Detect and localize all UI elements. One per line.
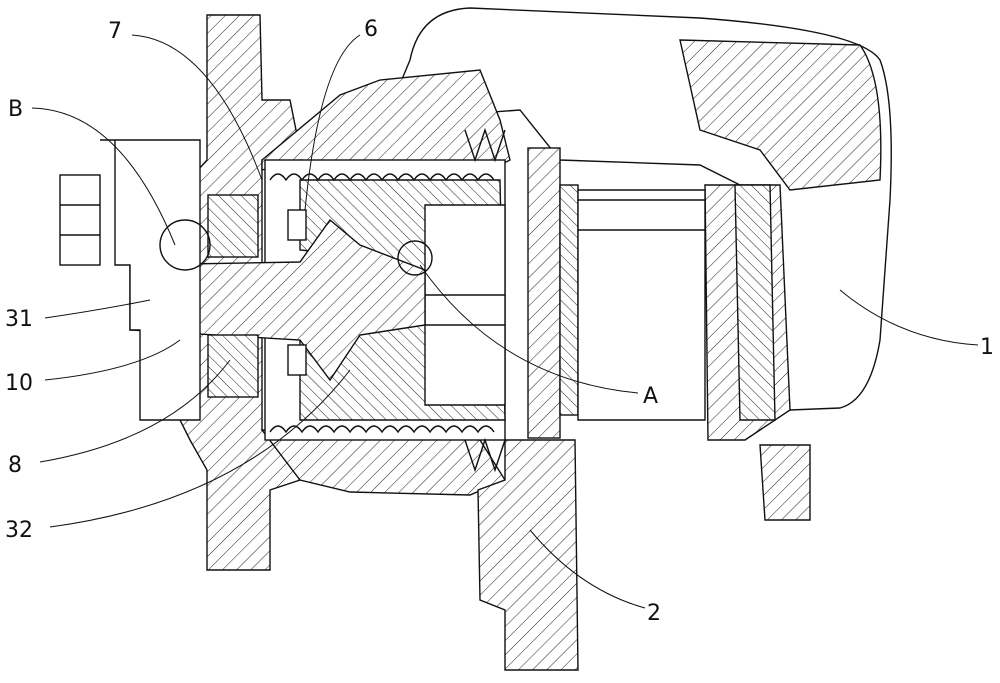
- label-b: B: [8, 97, 23, 122]
- thread-lower: [269, 425, 495, 434]
- seal-lower: [287, 344, 307, 376]
- detail-circle-b: [159, 219, 211, 271]
- label-31: 31: [5, 307, 33, 332]
- detail-circle-a: [397, 240, 433, 276]
- gear-cover: [100, 139, 201, 421]
- label-8: 8: [8, 453, 22, 478]
- bearing-upper: [207, 194, 259, 258]
- leader-b: [31, 107, 176, 246]
- leader-6: [304, 34, 361, 211]
- bearing-lower: [207, 334, 259, 398]
- leader-10: [44, 339, 181, 381]
- spring-upper: [464, 127, 506, 163]
- leader-31: [44, 299, 151, 319]
- inner-pad-plate: [527, 147, 561, 439]
- thread-upper: [269, 173, 495, 182]
- label-32: 32: [5, 518, 33, 543]
- bracket-2: [477, 439, 579, 671]
- label-6: 6: [364, 17, 378, 42]
- leader-2: [529, 529, 646, 609]
- leader-1: [839, 289, 979, 346]
- leader-32: [49, 369, 351, 528]
- brake-disc: [577, 189, 706, 421]
- caliper-bridge: [679, 39, 882, 191]
- bolt-head: [59, 174, 101, 266]
- outer-pad: [734, 184, 776, 421]
- label-1: 1: [980, 335, 994, 360]
- leader-a: [419, 264, 639, 394]
- leader-8: [39, 359, 231, 463]
- seal-upper: [287, 209, 307, 241]
- bracket-lower-right: [759, 444, 811, 521]
- piston-cup: [424, 204, 506, 406]
- label-7: 7: [108, 19, 122, 44]
- label-2: 2: [647, 601, 661, 626]
- spring-lower: [464, 437, 506, 473]
- leader-7: [131, 34, 263, 181]
- label-10: 10: [5, 371, 33, 396]
- label-a: A: [643, 384, 658, 409]
